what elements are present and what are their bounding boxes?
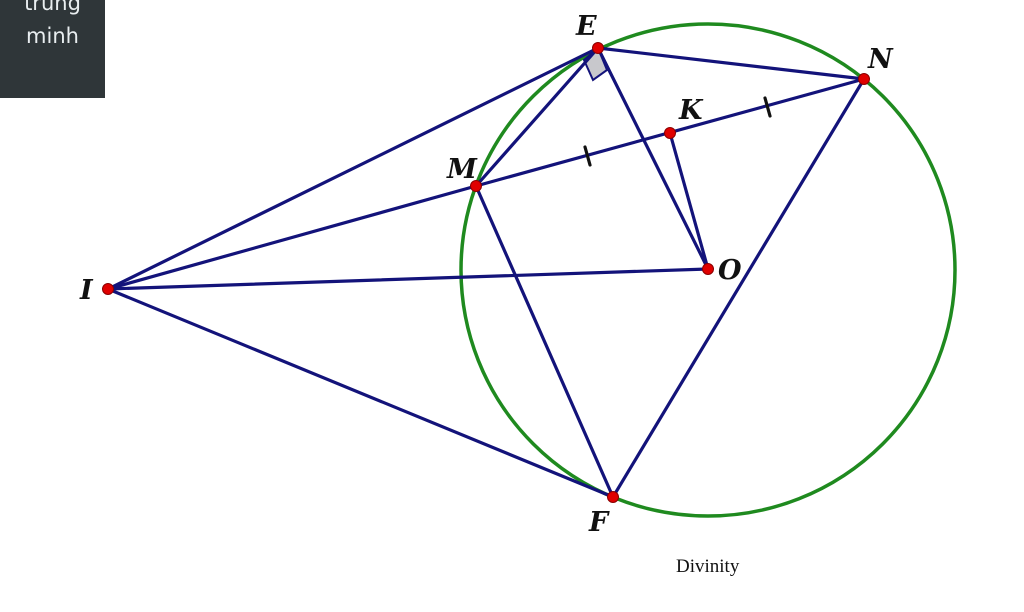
point-k [664, 127, 676, 139]
label-f: F [588, 507, 610, 538]
label-e: E [575, 11, 597, 42]
label-m: M [446, 154, 478, 185]
point-e [592, 42, 604, 54]
segment-en [596, 46, 866, 81]
segment-ko [668, 131, 710, 271]
segment-em [474, 46, 600, 188]
credit-text: Divinity [676, 556, 740, 577]
side-panel-line2: minh [26, 24, 79, 48]
tick-kn [763, 96, 772, 118]
segment-eo [596, 46, 710, 271]
segment-im [106, 184, 478, 291]
label-n: N [867, 44, 894, 75]
side-panel: trung minh [0, 0, 105, 98]
segment-mf [474, 184, 615, 499]
segment-nf [611, 77, 866, 499]
point-o [702, 263, 714, 275]
point-f [607, 491, 619, 503]
point-n [858, 73, 870, 85]
circle-o [459, 22, 957, 518]
segment-ie [106, 46, 600, 291]
segment-io [106, 267, 710, 291]
label-i: I [79, 275, 94, 306]
point-m [470, 180, 482, 192]
segment-if [106, 287, 615, 499]
label-o: O [718, 255, 742, 286]
tick-mk [583, 145, 592, 167]
point-i [102, 283, 114, 295]
label-k: K [678, 95, 704, 126]
side-panel-line1: trung [24, 0, 81, 15]
